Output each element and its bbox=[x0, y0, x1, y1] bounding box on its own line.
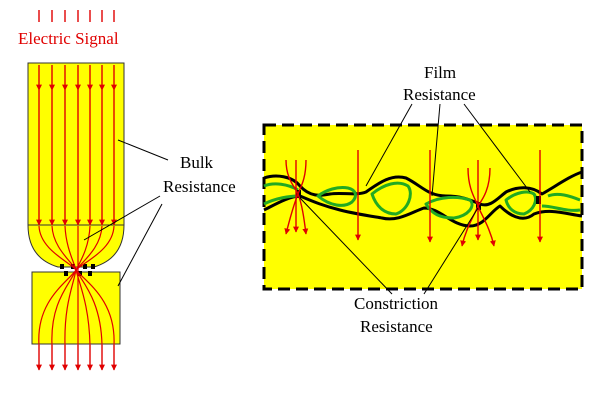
bulk-label-line2: Resistance bbox=[163, 177, 236, 196]
signal-label: Electric Signal bbox=[18, 29, 119, 48]
bulk-label-line1: Bulk bbox=[180, 153, 214, 172]
constriction-leader-lines bbox=[299, 197, 479, 295]
interface-detail: Film Resistance Constriction Resistance bbox=[262, 63, 584, 336]
current-lines-constriction bbox=[38, 225, 115, 346]
current-arrows-out bbox=[36, 345, 117, 371]
constriction-label-line1: Constriction bbox=[354, 294, 439, 313]
film-label-line2: Resistance bbox=[403, 85, 476, 104]
bulk-resistance-callout: Bulk Resistance bbox=[83, 139, 236, 287]
film-layer-inner bbox=[263, 181, 581, 220]
current-arrows-bulk bbox=[36, 65, 117, 226]
contact-assembly: Electric Signal bbox=[18, 10, 125, 371]
interface-current-arrows bbox=[284, 150, 543, 247]
constriction-label-line2: Resistance bbox=[360, 317, 433, 336]
lower-conductor bbox=[31, 271, 121, 345]
upper-conductor bbox=[27, 62, 125, 268]
film-leader-lines bbox=[365, 103, 531, 197]
film-label-line1: Film bbox=[424, 63, 456, 82]
signal-source-ticks bbox=[38, 10, 115, 22]
film-layer-outline bbox=[263, 170, 583, 228]
